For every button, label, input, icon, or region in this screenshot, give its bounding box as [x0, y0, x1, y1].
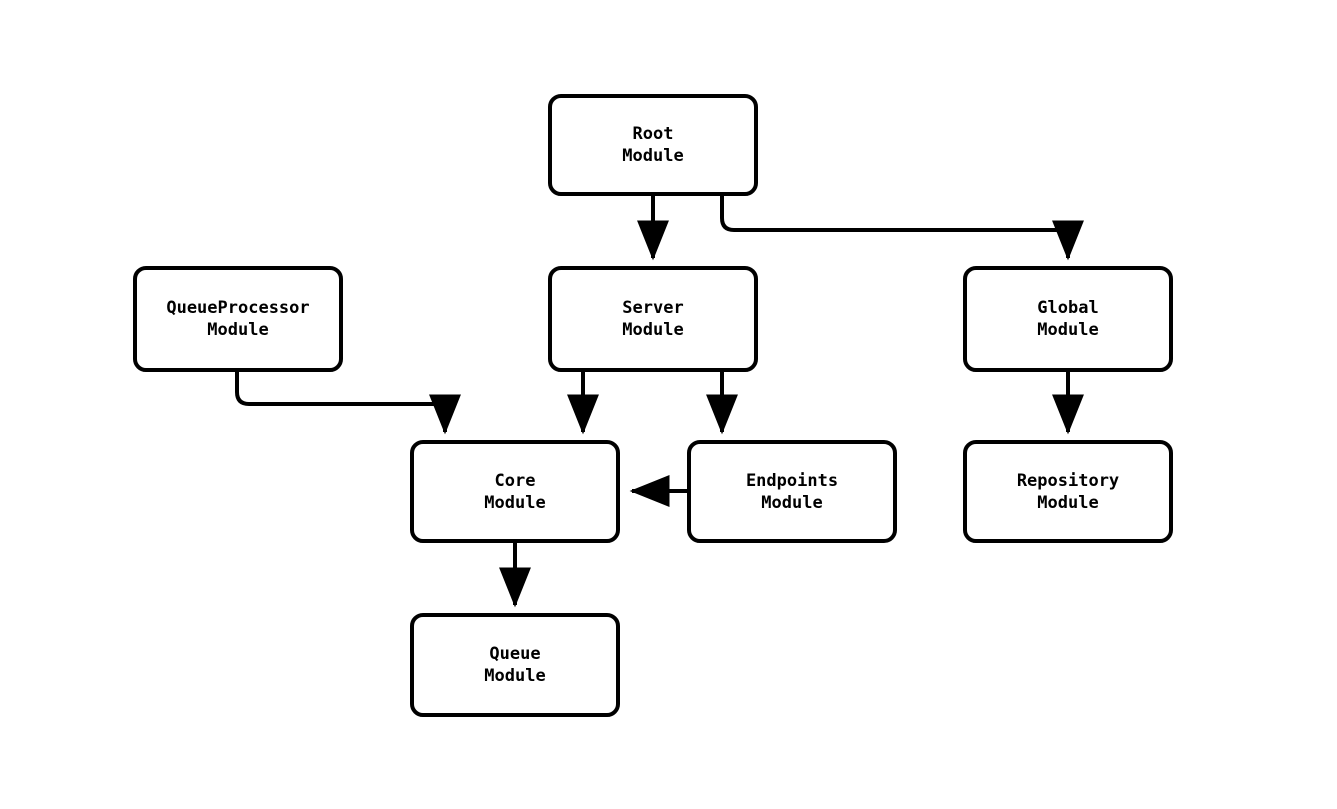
node-global-module[interactable]: Global Module — [963, 266, 1173, 372]
node-repository-module[interactable]: Repository Module — [963, 440, 1173, 543]
node-root-module[interactable]: Root Module — [548, 94, 758, 196]
node-global-module-label: Global Module — [1037, 298, 1099, 340]
node-core-module[interactable]: Core Module — [410, 440, 620, 543]
node-queue-module[interactable]: Queue Module — [410, 613, 620, 717]
node-endpoints-module[interactable]: Endpoints Module — [687, 440, 897, 543]
node-endpoints-module-label: Endpoints Module — [745, 470, 839, 513]
node-repository-module-label: Repository Module — [1016, 470, 1120, 513]
edge-queueprocessor-to-core — [235, 372, 461, 435]
node-queue-module-label: Queue Module — [484, 644, 546, 686]
node-core-module-label: Core Module — [484, 470, 546, 513]
node-server-module[interactable]: Server Module — [548, 266, 758, 372]
node-server-module-label: Server Module — [622, 298, 684, 340]
node-queueprocessor-module-label: QueueProcessor Module — [166, 298, 310, 340]
edge-root-to-global — [720, 196, 1084, 261]
node-queueprocessor-module[interactable]: QueueProcessor Module — [133, 266, 343, 372]
node-root-module-label: Root Module — [622, 124, 684, 166]
